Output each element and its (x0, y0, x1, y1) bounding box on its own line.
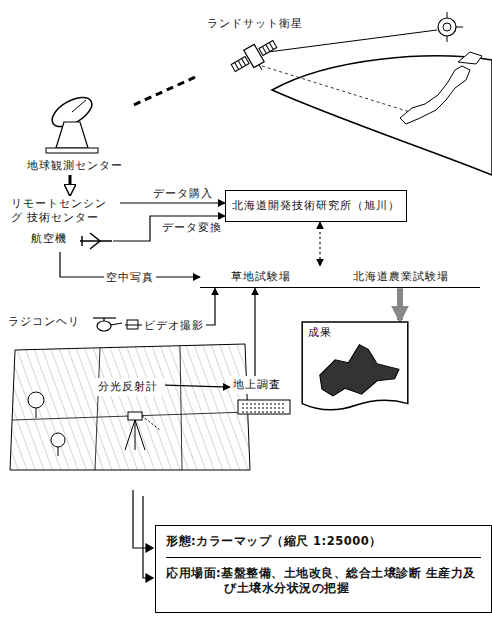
connector-arrow (113, 216, 225, 241)
relay-satellite (438, 12, 463, 42)
logger-icon (238, 400, 290, 414)
edge-label: データ変換 (160, 220, 224, 235)
airplane-icon (80, 233, 112, 249)
node-text: リモートセンシング 技術センター (11, 197, 117, 226)
document-outline (302, 322, 408, 410)
node-text: 地球観測センター (27, 159, 123, 173)
process-box: 北海道開発技術研究所（旭川） (225, 190, 407, 222)
survey-node: 地上調査 (230, 376, 290, 394)
tree-icon (28, 392, 65, 456)
node-text: ラジコンヘリ (8, 315, 122, 329)
connector-arrow (397, 288, 403, 320)
helicopter-node: ラジコンヘリ (5, 313, 125, 337)
station-band: 草地試験場 北海道農業試験場 (200, 266, 480, 288)
spectroradiometer-icon (125, 412, 160, 450)
hokkaido-outline (458, 52, 482, 64)
field-plot (12, 346, 248, 470)
connector-arrow (319, 222, 320, 266)
connector-arrow (130, 77, 195, 106)
node-text: 形態:カラーマップ（縮尺 1:25000） (166, 534, 481, 549)
connector-arrow (120, 202, 225, 203)
node-text: 草地試験場 (231, 270, 291, 284)
node-text: 応用場面:基盤整備、土地改良、総合土壌診断 生産力及び土壌水分状況の把握 (166, 557, 481, 596)
center-node: リモートセンシング 技術センター (8, 195, 120, 228)
node-text: 地上調査 (233, 378, 287, 392)
japan-outline (400, 66, 470, 124)
antenna-dish (46, 91, 98, 153)
edge-label: 空中写真 (104, 270, 156, 285)
node-text: 航空機 (31, 232, 110, 246)
bracket-line (133, 490, 153, 582)
node-text: 北海道農業試験場 (353, 270, 449, 284)
node-text: ランドサット衛星 (207, 17, 303, 31)
node-text: 分光反射計 (98, 380, 162, 394)
connector-arrow (69, 175, 72, 195)
satellite-node: ランドサット衛星 (195, 15, 315, 85)
scan-line (262, 66, 410, 112)
connector-arrow (254, 288, 255, 376)
link-line (268, 30, 437, 52)
edge-label: ビデオ撮影 (142, 318, 206, 333)
satellite-icon (228, 35, 283, 82)
field-ground (10, 344, 250, 470)
aircraft-node: 航空機 (28, 230, 113, 252)
node-text: 北海道開発技術研究所（旭川） (232, 199, 400, 213)
spec-box: 形態:カラーマップ（縮尺 1:25000） 応用場面:基盤整備、土地改良、総合土壌… (155, 525, 492, 613)
instrument-node: 分光反射計 (95, 378, 165, 396)
helicopter-icon (93, 318, 122, 331)
edge-label: データ購入 (151, 186, 215, 201)
connector-arrow (165, 385, 230, 387)
result-document: 成果 (300, 320, 410, 415)
earth-globe (272, 56, 492, 175)
node-text: 成果 (308, 326, 402, 340)
station-node: 地球観測センター (20, 88, 130, 175)
hokkaido-map (320, 345, 399, 396)
